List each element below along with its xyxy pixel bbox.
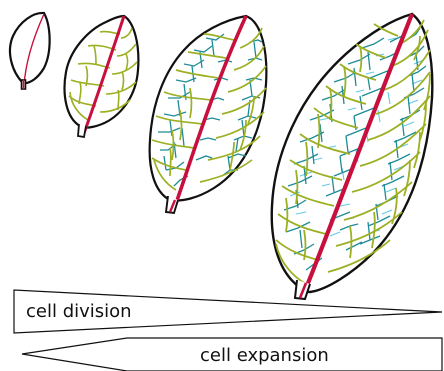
cell-expansion-wedge: cell expansion bbox=[22, 338, 442, 371]
leaf-stage-2 bbox=[65, 16, 139, 137]
leaf-2-blade bbox=[65, 16, 139, 128]
cell-division-wedge: cell division bbox=[14, 290, 442, 333]
leaf-1-blade bbox=[10, 13, 50, 83]
cell-expansion-label: cell expansion bbox=[200, 345, 329, 366]
leaf-stage-4 bbox=[272, 14, 433, 299]
leaf-stage-1 bbox=[10, 13, 50, 89]
leaf-stage-3 bbox=[150, 16, 267, 213]
leaf-2-petiole bbox=[78, 124, 86, 137]
cell-division-label: cell division bbox=[26, 301, 132, 322]
